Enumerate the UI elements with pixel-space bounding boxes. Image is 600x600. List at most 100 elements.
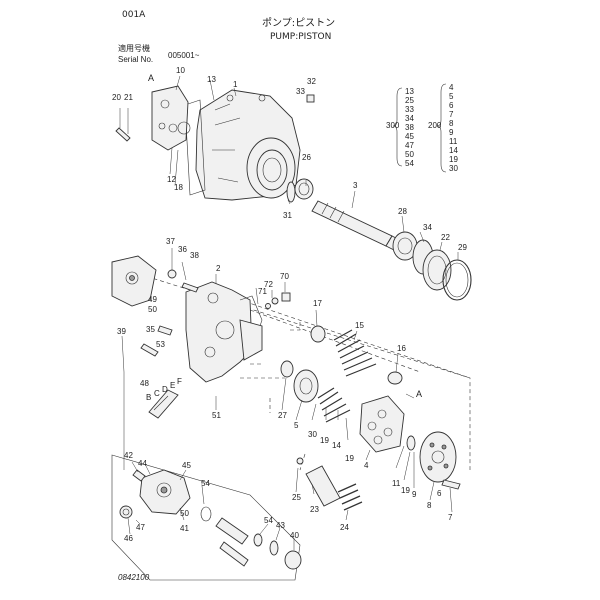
plug-44 xyxy=(132,469,146,482)
leader-line xyxy=(259,523,269,535)
spool-52 xyxy=(215,517,249,545)
callout: 42 xyxy=(124,451,133,460)
leader-line xyxy=(351,190,356,209)
callout: 14 xyxy=(332,441,341,450)
callout: 33 xyxy=(296,87,305,96)
callout: A xyxy=(416,389,423,399)
leader-line xyxy=(135,519,141,525)
snap-ring-31 xyxy=(286,181,296,203)
drive-shaft xyxy=(311,200,405,253)
adjuster-48 xyxy=(148,389,179,419)
leader-line xyxy=(401,215,405,233)
spring-24 xyxy=(337,483,363,511)
callout: 38 xyxy=(190,251,199,260)
valve-plate-6 xyxy=(419,431,457,483)
shoe-plate-27 xyxy=(280,360,294,378)
callout: A xyxy=(148,73,155,83)
plug-71 xyxy=(265,303,271,309)
ring-55 xyxy=(253,533,263,547)
leader-line xyxy=(201,485,205,505)
callout: 5 xyxy=(294,421,299,430)
leader-line xyxy=(181,261,187,281)
callout: 9 xyxy=(412,490,417,499)
applicable-label: 適用号機 xyxy=(118,44,150,53)
plug-46 xyxy=(119,505,133,519)
assembly-line xyxy=(249,309,421,373)
serial-label: Serial No. xyxy=(118,55,154,64)
bolt-7 xyxy=(441,479,461,490)
callout: 21 xyxy=(124,93,133,102)
leader-line xyxy=(175,75,181,91)
callout: 44 xyxy=(138,459,147,468)
leader-line xyxy=(233,87,237,97)
kit-300-bracket xyxy=(392,87,403,167)
kit-300-member: 33 xyxy=(405,105,414,114)
callout: 3 xyxy=(353,181,358,190)
regulator-body xyxy=(185,281,263,383)
callout: 6 xyxy=(437,489,442,498)
drawing-number: 0842100 xyxy=(118,573,150,582)
callout: D xyxy=(162,385,168,394)
callout: 41 xyxy=(180,524,189,533)
leader-line xyxy=(439,241,443,251)
callout: B xyxy=(146,393,152,402)
callout: 43 xyxy=(276,521,285,530)
leader-line xyxy=(403,451,411,481)
callout: 22 xyxy=(441,233,450,242)
ring-43 xyxy=(269,540,279,556)
callout: 51 xyxy=(212,411,221,420)
callout: 17 xyxy=(313,299,322,308)
bolt-38 xyxy=(181,282,199,293)
callout: 48 xyxy=(140,379,149,388)
leader-line xyxy=(287,199,291,205)
leader-line xyxy=(405,393,415,399)
kit-300-member: 47 xyxy=(405,141,414,150)
bolt-53 xyxy=(140,343,159,357)
serial-value: 005001~ xyxy=(168,51,200,60)
plug-35 xyxy=(157,325,173,336)
leader-line xyxy=(179,469,187,481)
callout: 54 xyxy=(201,479,210,488)
callout: 47 xyxy=(136,523,145,532)
bearing-26 xyxy=(294,178,314,200)
kit-200-member: 9 xyxy=(449,128,454,137)
shim-25 xyxy=(296,457,304,465)
callout: 32 xyxy=(307,77,316,86)
leader-line xyxy=(353,330,358,341)
assembly-line xyxy=(204,287,471,379)
kit-200-member: 4 xyxy=(449,83,454,92)
kit-200-member: 7 xyxy=(449,110,454,119)
callout: 37 xyxy=(166,237,175,246)
kit-200-member: 11 xyxy=(449,137,458,146)
callout: 19 xyxy=(401,486,410,495)
callout: 7 xyxy=(448,513,453,522)
kit-200-member: 5 xyxy=(449,92,454,101)
callout: C xyxy=(154,389,160,398)
pin-16 xyxy=(387,371,403,385)
kit-300-member: 13 xyxy=(405,87,414,96)
assembly-line xyxy=(290,322,301,331)
ring-54 xyxy=(200,506,212,522)
callout: 72 xyxy=(264,280,273,289)
callout: 46 xyxy=(124,534,133,543)
plug-40 xyxy=(284,550,302,570)
leader-line xyxy=(275,527,281,541)
callout: 15 xyxy=(355,321,364,330)
leader-line xyxy=(255,287,259,305)
leader-line xyxy=(311,403,317,421)
retainer-9 xyxy=(406,435,416,451)
kit-200-member: 6 xyxy=(449,101,454,110)
callout: 26 xyxy=(302,153,311,162)
callout: 30 xyxy=(308,430,317,439)
callout: 19 xyxy=(345,454,354,463)
callout: 18 xyxy=(174,183,183,192)
callout: 45 xyxy=(182,461,191,470)
callout: 70 xyxy=(280,272,289,281)
leader-line xyxy=(419,231,425,243)
bolt-36 xyxy=(167,269,177,279)
kit-200-label: 200 xyxy=(428,121,442,130)
kit-300-member: 34 xyxy=(405,114,414,123)
bearing-28 xyxy=(392,231,418,261)
kit-300-member: 38 xyxy=(405,123,414,132)
